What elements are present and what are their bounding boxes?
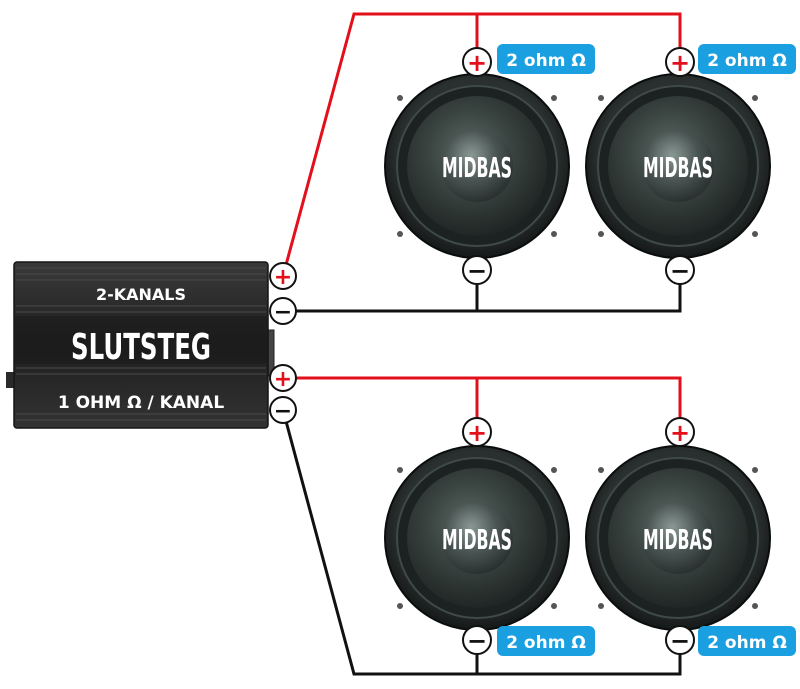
amplifier: 2-KANALS SLUTSTEG 1 OHM Ω / KANAL [6, 261, 275, 429]
speaker-3: MIDBAS [384, 445, 570, 631]
badge-text: 2 ohm Ω [506, 51, 586, 71]
ch1-plus-terminal: + [269, 262, 297, 290]
speaker-1-minus-terminal: − [462, 255, 492, 285]
impedance-badges: 2 ohm Ω 2 ohm Ω 2 ohm Ω 2 ohm Ω [497, 44, 796, 656]
speaker-3-plus-terminal: + [462, 417, 492, 447]
ch2-negative-wire [281, 409, 682, 676]
speaker-1-plus-terminal: + [462, 47, 492, 77]
speaker-1-ohm-badge: 2 ohm Ω [497, 44, 595, 74]
amp-name-panel [14, 316, 268, 364]
speaker-dome [642, 502, 714, 574]
speaker-dome [441, 502, 513, 574]
ch1-minus-terminal: − [269, 297, 297, 325]
ch2-plus-terminal: + [269, 364, 297, 392]
amp-heatsink-ribs [16, 267, 266, 421]
speaker-label: MIDBAS [442, 523, 512, 556]
minus-icon: − [274, 300, 292, 325]
ch1-positive-wire [281, 12, 682, 277]
amp-side-tab [6, 372, 16, 388]
minus-icon: − [467, 627, 487, 655]
plus-icon: + [467, 49, 487, 77]
minus-icon: − [274, 399, 292, 424]
speaker-dome [441, 130, 513, 202]
amp-load-label: 1 OHM Ω / KANAL [58, 393, 224, 413]
speaker-2-ohm-badge: 2 ohm Ω [698, 44, 796, 74]
minus-icon: − [670, 627, 690, 655]
speaker-label: MIDBAS [643, 151, 713, 184]
plus-icon: + [467, 419, 487, 447]
minus-icon: − [670, 257, 690, 285]
speaker-4-ohm-badge: 2 ohm Ω [698, 626, 796, 656]
ch2-minus-terminal: − [269, 396, 297, 424]
plus-icon: + [274, 265, 292, 290]
speaker-4: MIDBAS [585, 445, 771, 631]
minus-icon: − [467, 257, 487, 285]
speaker-4-minus-terminal: − [665, 625, 695, 655]
amp-terminals: + − + − [269, 262, 297, 424]
speaker-4-plus-terminal: + [665, 417, 695, 447]
plus-icon: + [274, 367, 292, 392]
speaker-1: MIDBAS [384, 73, 570, 259]
speaker-2: MIDBAS [585, 73, 771, 259]
speaker-2-plus-terminal: + [665, 47, 695, 77]
speaker-3-minus-terminal: − [462, 625, 492, 655]
badge-text: 2 ohm Ω [707, 51, 787, 71]
amp-name: SLUTSTEG [71, 327, 211, 368]
speaker-label: MIDBAS [442, 151, 512, 184]
ch2-positive-wire [283, 376, 682, 432]
speaker-3-ohm-badge: 2 ohm Ω [497, 626, 595, 656]
speaker-dome [642, 130, 714, 202]
wires [281, 12, 682, 676]
badge-text: 2 ohm Ω [506, 633, 586, 653]
badge-text: 2 ohm Ω [707, 633, 787, 653]
speaker-label: MIDBAS [643, 523, 713, 556]
speaker-terminals: + + − − + + − − [462, 47, 695, 655]
plus-icon: + [670, 419, 690, 447]
plus-icon: + [670, 49, 690, 77]
amp-channels-label: 2-KANALS [96, 285, 186, 304]
speaker-2-minus-terminal: − [665, 255, 695, 285]
